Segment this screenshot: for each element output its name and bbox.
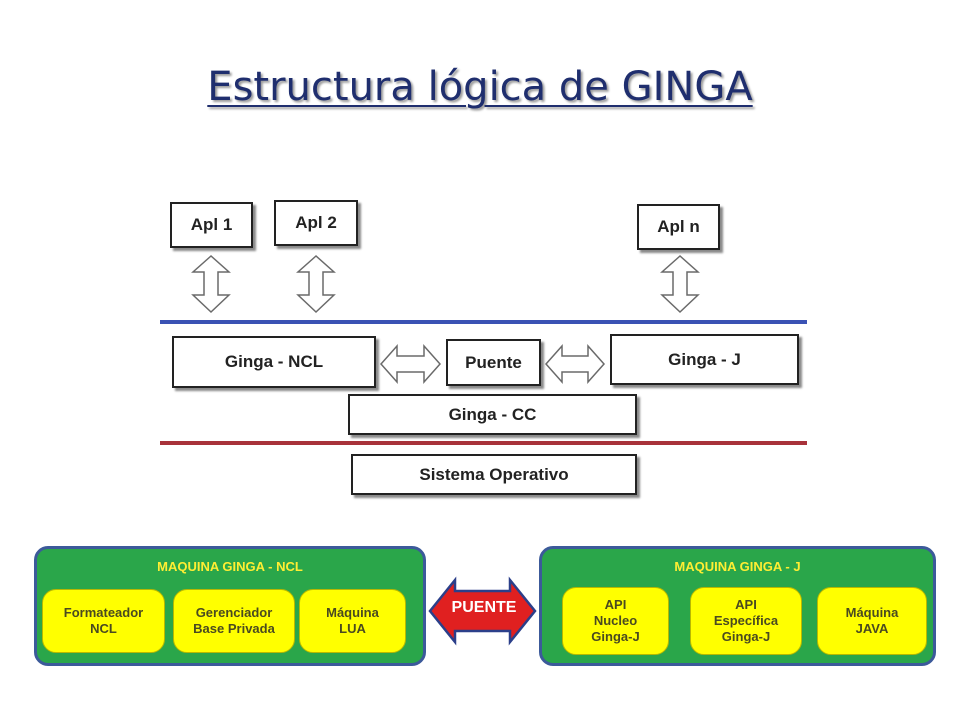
module-maquina-java: Máquina JAVA [817, 587, 927, 655]
upper-separator-line [160, 320, 807, 324]
app-box-2: Apl 2 [274, 200, 358, 246]
maquina-ginga-ncl-panel: MAQUINA GINGA - NCL Formateador NCL Gere… [34, 546, 426, 666]
puente-box: Puente [446, 339, 541, 386]
maquina-ginga-ncl-title: MAQUINA GINGA - NCL [157, 559, 303, 574]
maquina-ginga-j-panel: MAQUINA GINGA - J API Nucleo Ginga-J API… [539, 546, 936, 666]
maquina-ginga-j-title: MAQUINA GINGA - J [674, 559, 801, 574]
ginga-ncl-box: Ginga - NCL [172, 336, 376, 388]
sistema-operativo-box: Sistema Operativo [351, 454, 637, 495]
module-api-nucleo: API Nucleo Ginga-J [562, 587, 669, 655]
puente-arrow-icon [428, 576, 537, 646]
double-arrow-icon [544, 344, 606, 384]
page-title: Estructura lógica de GINGA [207, 64, 753, 110]
module-maquina-lua: Máquina LUA [299, 589, 406, 653]
lower-separator-line [160, 441, 807, 445]
module-formateador-ncl: Formateador NCL [42, 589, 165, 653]
module-api-especifica: API Específica Ginga-J [690, 587, 802, 655]
puente-label: PUENTE [451, 599, 517, 616]
double-arrow-icon [379, 344, 442, 384]
module-gerenciador-base-privada: Gerenciador Base Privada [173, 589, 295, 653]
app-box-n: Apl n [637, 204, 720, 250]
double-arrow-icon [296, 254, 336, 314]
ginga-cc-box: Ginga - CC [348, 394, 637, 435]
double-arrow-icon [660, 254, 700, 314]
ginga-j-box: Ginga - J [610, 334, 799, 385]
double-arrow-icon [191, 254, 231, 314]
app-box-1: Apl 1 [170, 202, 253, 248]
